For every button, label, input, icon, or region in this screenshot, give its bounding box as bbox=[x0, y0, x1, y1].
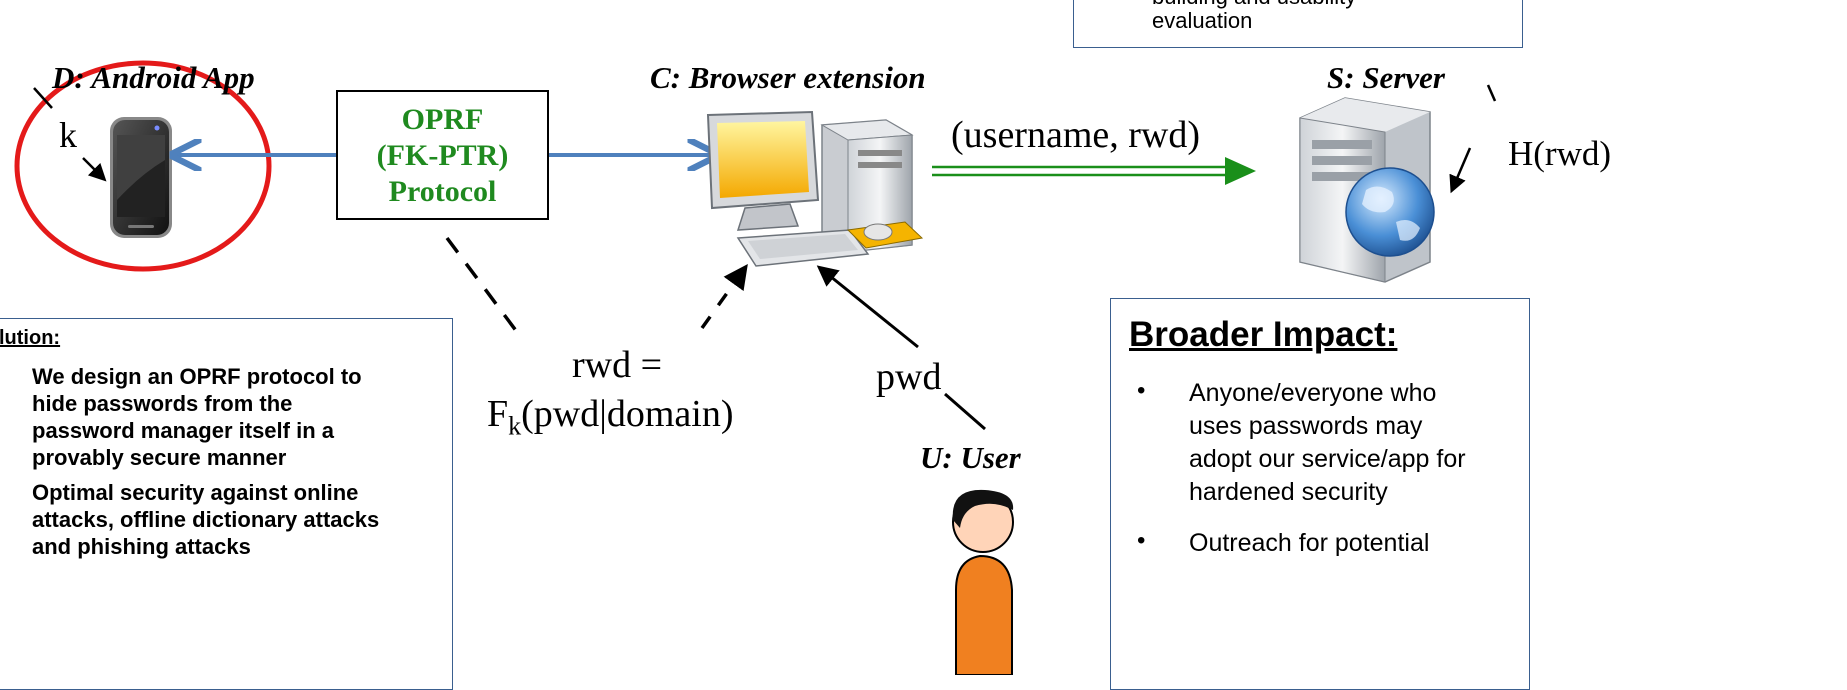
impact-item-2-line-1: Outreach for potential bbox=[1189, 529, 1430, 557]
solution-item-1-line-3: password manager itself in a bbox=[32, 418, 334, 443]
rwd-function-symbol: F bbox=[487, 393, 509, 435]
key-label: k bbox=[59, 115, 77, 155]
oprf-dashed-line bbox=[445, 236, 519, 334]
device-label: D: Android App bbox=[52, 60, 255, 95]
solution-item-1-line-4: provably secure manner bbox=[32, 445, 287, 470]
pwd-label: pwd bbox=[876, 356, 942, 398]
device-highlight-circle bbox=[14, 60, 272, 272]
impact-item-2: Outreach for potential bbox=[1189, 527, 1429, 560]
solution-item-2-line-2: attacks, offline dictionary attacks bbox=[32, 507, 380, 532]
oprf-line-2: (FK-PTR) bbox=[376, 139, 509, 172]
impact-bullet-2: • bbox=[1137, 527, 1146, 554]
solution-item-1-line-2: hide passwords from the bbox=[32, 391, 293, 416]
credential-arrow bbox=[932, 157, 1256, 185]
solution-heading: lution: bbox=[0, 327, 61, 349]
client-label: C: Browser extension bbox=[650, 60, 926, 95]
rwd-dashed-arrow bbox=[700, 264, 748, 330]
message-label: (username, rwd) bbox=[951, 114, 1201, 156]
impact-item-1: Anyone/everyone who uses passwords may a… bbox=[1189, 377, 1466, 509]
pwd-arrow bbox=[816, 265, 919, 349]
impact-box: Broader Impact: • Anyone/everyone who us… bbox=[1110, 298, 1530, 690]
top-info-line-1: building and usability bbox=[1152, 0, 1356, 10]
solution-item-2: Optimal security against online attacks,… bbox=[32, 479, 379, 560]
top-info-box: building and usability evaluation bbox=[1073, 0, 1523, 48]
desktop-computer-icon bbox=[706, 110, 924, 267]
android-phone-icon bbox=[110, 117, 172, 238]
solution-item-2-line-1: Optimal security against online bbox=[32, 480, 359, 505]
oprf-protocol-box: OPRF (FK-PTR) Protocol bbox=[336, 90, 549, 220]
rwd-function-argument: (pwd|domain) bbox=[521, 393, 734, 435]
protocol-diagram bbox=[14, 60, 1497, 675]
rwd-function-subscript: k bbox=[508, 411, 522, 441]
oprf-line-1: OPRF bbox=[401, 103, 484, 136]
user-avatar-icon bbox=[952, 489, 1014, 675]
impact-item-1-line-3: adopt our service/app for bbox=[1189, 445, 1466, 473]
hash-label: H(rwd) bbox=[1508, 134, 1612, 173]
rwd-formula-rhs: Fk(pwd|domain) bbox=[487, 392, 733, 442]
impact-bullet-1: • bbox=[1137, 377, 1146, 404]
impact-item-1-line-2: uses passwords may bbox=[1189, 412, 1423, 440]
oprf-line-3: Protocol bbox=[388, 175, 497, 208]
user-label: U: User bbox=[920, 440, 1021, 475]
server-label: S: Server bbox=[1327, 60, 1445, 95]
solution-item-2-line-3: and phishing attacks bbox=[32, 534, 251, 559]
solution-box: lution: We design an OPRF protocol to hi… bbox=[0, 318, 453, 690]
top-info-line-2: evaluation bbox=[1152, 8, 1253, 33]
solution-item-1: We design an OPRF protocol to hide passw… bbox=[32, 363, 362, 471]
server-globe-icon bbox=[1299, 97, 1435, 283]
impact-item-1-line-1: Anyone/everyone who bbox=[1189, 379, 1437, 407]
impact-heading: Broader Impact: bbox=[1129, 315, 1398, 354]
impact-item-1-line-4: hardened security bbox=[1189, 478, 1388, 506]
solution-item-1-line-1: We design an OPRF protocol to bbox=[32, 364, 362, 389]
rwd-formula-lhs: rwd = bbox=[572, 344, 663, 386]
